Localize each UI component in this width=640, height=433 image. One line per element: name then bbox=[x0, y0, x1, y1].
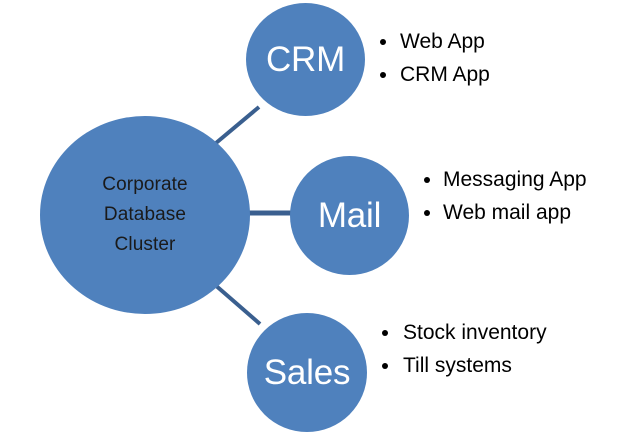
bullet-dot-icon bbox=[382, 363, 388, 369]
list-item: CRM App bbox=[379, 61, 619, 88]
bullet-dot-icon bbox=[424, 210, 430, 216]
connector-hub-to-sales bbox=[212, 282, 262, 326]
bullet-dot-icon bbox=[424, 177, 430, 183]
bullet-text: Web App bbox=[400, 30, 485, 53]
bullet-dot-icon bbox=[382, 330, 388, 336]
bullet-list-crm: Web App CRM App bbox=[379, 28, 619, 88]
bullet-text: Stock inventory bbox=[403, 321, 547, 344]
list-item: Web App bbox=[379, 28, 619, 55]
bullet-text: Web mail app bbox=[443, 201, 572, 224]
bullet-text: Messaging App bbox=[443, 168, 587, 191]
bullet-list-sales: Stock inventory Till systems bbox=[381, 319, 611, 379]
bullet-dot-icon bbox=[380, 72, 386, 78]
node-corporate-database-cluster[interactable]: Corporate Database Cluster bbox=[40, 116, 250, 314]
list-item: Till systems bbox=[381, 352, 611, 379]
list-item: Web mail app bbox=[423, 199, 633, 226]
node-sales[interactable]: Sales bbox=[247, 313, 367, 432]
bullet-list-mail: Messaging App Web mail app bbox=[423, 166, 633, 226]
connector-hub-to-crm bbox=[214, 105, 261, 145]
node-label-crm: CRM bbox=[265, 39, 346, 79]
list-item: Stock inventory bbox=[381, 319, 611, 346]
bullet-dot-icon bbox=[380, 39, 386, 45]
node-label-hub: Corporate Database Cluster bbox=[102, 174, 188, 255]
node-label-mail: Mail bbox=[317, 195, 382, 235]
node-label-sales: Sales bbox=[263, 352, 351, 392]
list-item: Messaging App bbox=[423, 166, 633, 193]
bullet-text: Till systems bbox=[403, 354, 512, 377]
bullet-text: CRM App bbox=[400, 63, 490, 86]
node-crm[interactable]: CRM bbox=[246, 3, 365, 116]
node-mail[interactable]: Mail bbox=[290, 156, 409, 275]
